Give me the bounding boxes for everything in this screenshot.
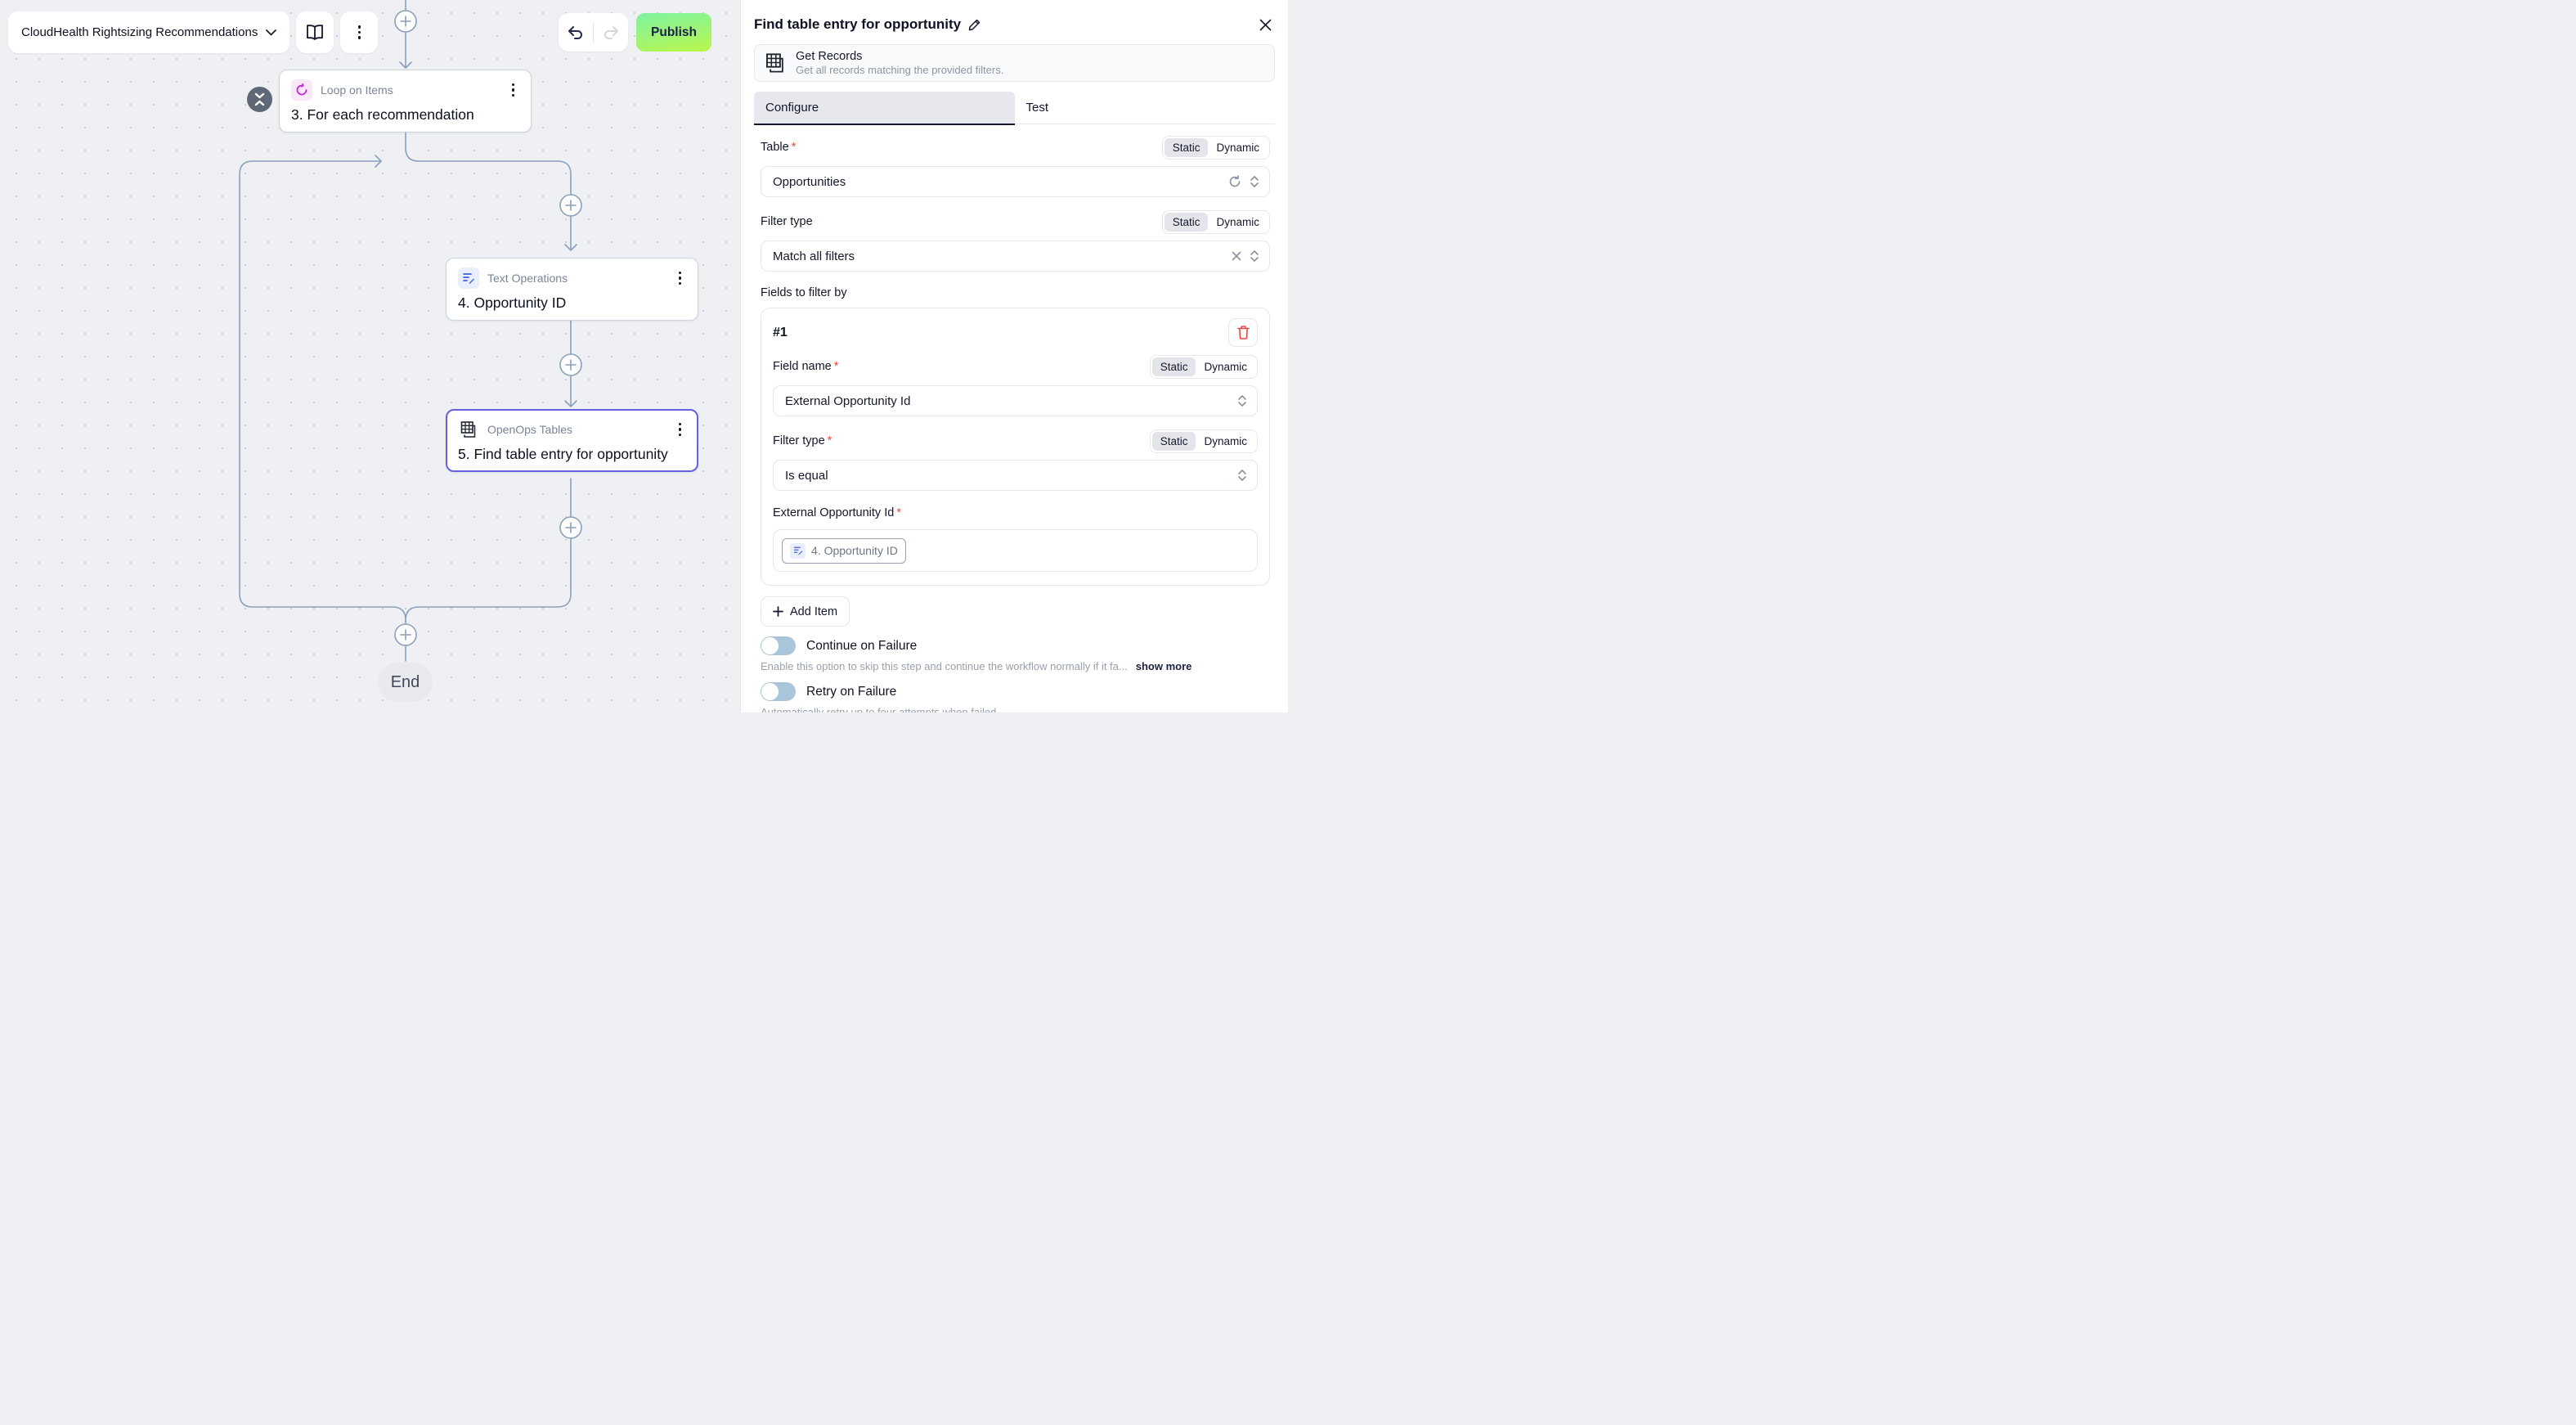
- end-node: End: [378, 663, 433, 702]
- table-static-dynamic-toggle: Static Dynamic: [1161, 135, 1270, 160]
- select-chevrons-icon: [1250, 175, 1259, 188]
- kebab-menu-icon: [353, 22, 366, 43]
- table-select[interactable]: Opportunities: [761, 166, 1270, 197]
- dynamic-option[interactable]: Dynamic: [1208, 213, 1268, 232]
- rename-step-button[interactable]: [967, 18, 981, 32]
- table-field-label: Table*: [761, 141, 797, 154]
- tables-icon: [458, 419, 479, 440]
- item-filter-type-static-dynamic-toggle: Static Dynamic: [1149, 429, 1258, 453]
- dynamic-option[interactable]: Dynamic: [1208, 138, 1268, 157]
- node-menu-button[interactable]: [507, 80, 520, 101]
- pencil-icon: [967, 18, 981, 32]
- required-asterisk: *: [896, 506, 901, 519]
- show-more-link[interactable]: show more: [1135, 660, 1192, 672]
- node-title: 5. Find table entry for opportunity: [458, 446, 668, 462]
- panel-tabs: Configure Test: [754, 92, 1275, 124]
- workflow-edges: [239, 0, 582, 662]
- close-icon: [1259, 19, 1272, 31]
- add-item-button[interactable]: Add Item: [761, 596, 850, 627]
- book-icon: [306, 24, 324, 41]
- panel-title: Find table entry for opportunity: [754, 16, 962, 32]
- continue-on-failure-toggle[interactable]: [761, 636, 796, 655]
- required-asterisk: *: [827, 434, 832, 447]
- field-name-label: Field name*: [773, 360, 839, 373]
- dynamic-option[interactable]: Dynamic: [1196, 432, 1255, 451]
- filter-type-field-label: Filter type: [761, 215, 813, 228]
- refresh-icon[interactable]: [1228, 175, 1241, 188]
- docs-button[interactable]: [296, 11, 334, 53]
- fields-to-filter-by-label: Fields to filter by: [761, 286, 847, 299]
- required-asterisk: *: [833, 360, 839, 373]
- collapse-loop-button[interactable]: [247, 87, 272, 112]
- node-menu-button[interactable]: [674, 420, 687, 440]
- filter-item-index: #1: [773, 325, 788, 339]
- tab-configure[interactable]: Configure: [754, 92, 1015, 124]
- publish-button[interactable]: Publish: [636, 13, 711, 52]
- workflow-name: CloudHealth Rightsizing Recommendations: [21, 25, 258, 39]
- node-app-label: Loop on Items: [321, 83, 393, 97]
- select-chevrons-icon: [1250, 249, 1259, 263]
- node-text-operations[interactable]: Text Operations 4. Opportunity ID: [446, 258, 698, 321]
- select-chevrons-icon: [1237, 394, 1247, 407]
- continue-on-failure-label: Continue on Failure: [806, 638, 918, 653]
- node-title: 3. For each recommendation: [291, 106, 474, 123]
- workflow-menu-button[interactable]: [340, 11, 379, 53]
- external-opportunity-id-label: External Opportunity Id*: [773, 506, 901, 519]
- text-operations-icon: [458, 267, 479, 289]
- node-loop-on-items[interactable]: Loop on Items 3. For each recommendation: [279, 70, 532, 133]
- node-app-label: Text Operations: [487, 272, 568, 285]
- field-name-static-dynamic-toggle: Static Dynamic: [1149, 354, 1258, 379]
- retry-on-failure-label: Retry on Failure: [806, 684, 897, 699]
- trash-icon: [1236, 326, 1250, 339]
- workflow-canvas[interactable]: CloudHealth Rightsizing Recommendations: [0, 0, 740, 712]
- filter-type-select[interactable]: Match all filters: [761, 240, 1270, 272]
- continue-on-failure-description: Enable this option to skip this step and…: [761, 660, 1128, 672]
- filter-type-static-dynamic-toggle: Static Dynamic: [1161, 209, 1270, 234]
- undo-icon: [568, 25, 584, 39]
- tables-icon: [765, 52, 786, 74]
- step-reference-chip[interactable]: 4. Opportunity ID: [782, 537, 906, 564]
- dynamic-option[interactable]: Dynamic: [1196, 357, 1255, 376]
- select-chevrons-icon: [1237, 469, 1247, 482]
- static-option[interactable]: Static: [1151, 431, 1196, 451]
- delete-filter-item-button[interactable]: [1228, 318, 1258, 347]
- action-summary-card: Get Records Get all records matching the…: [754, 44, 1275, 82]
- text-operations-icon: [790, 542, 806, 559]
- plus-icon: [773, 606, 783, 617]
- redo-icon: [603, 25, 619, 39]
- retry-on-failure-toggle[interactable]: [761, 682, 796, 701]
- chevron-down-icon: [266, 29, 277, 36]
- item-filter-type-label: Filter type*: [773, 434, 832, 447]
- loop-icon: [291, 79, 312, 101]
- node-title: 4. Opportunity ID: [458, 294, 567, 311]
- clear-icon[interactable]: [1232, 251, 1241, 261]
- static-option[interactable]: Static: [1164, 137, 1209, 157]
- action-name: Get Records: [796, 50, 863, 63]
- static-option[interactable]: Static: [1164, 212, 1209, 232]
- item-filter-type-select[interactable]: Is equal: [773, 460, 1258, 491]
- toolbar-divider: [593, 21, 595, 43]
- undo-button[interactable]: [559, 13, 593, 52]
- tab-test[interactable]: Test: [1015, 92, 1276, 124]
- close-panel-button[interactable]: [1256, 16, 1275, 34]
- node-menu-button[interactable]: [674, 268, 687, 289]
- required-asterisk: *: [791, 141, 797, 154]
- node-openops-tables[interactable]: OpenOps Tables 5. Find table entry for o…: [446, 409, 698, 472]
- field-name-select[interactable]: External Opportunity Id: [773, 385, 1258, 416]
- filter-item-card: #1 Field name* Static Dynamic External O…: [761, 308, 1270, 586]
- step-settings-panel: Find table entry for opportunity Get Rec…: [740, 0, 1288, 712]
- node-app-label: OpenOps Tables: [487, 423, 573, 436]
- collapse-icon: [254, 92, 266, 106]
- retry-on-failure-description: Automatically retry up to four attempts …: [761, 706, 999, 712]
- workflow-name-dropdown[interactable]: CloudHealth Rightsizing Recommendations: [8, 11, 290, 53]
- action-description: Get all records matching the provided fi…: [796, 64, 1004, 76]
- redo-button[interactable]: [594, 13, 628, 52]
- static-option[interactable]: Static: [1151, 357, 1196, 376]
- external-opportunity-id-input[interactable]: 4. Opportunity ID: [773, 529, 1258, 572]
